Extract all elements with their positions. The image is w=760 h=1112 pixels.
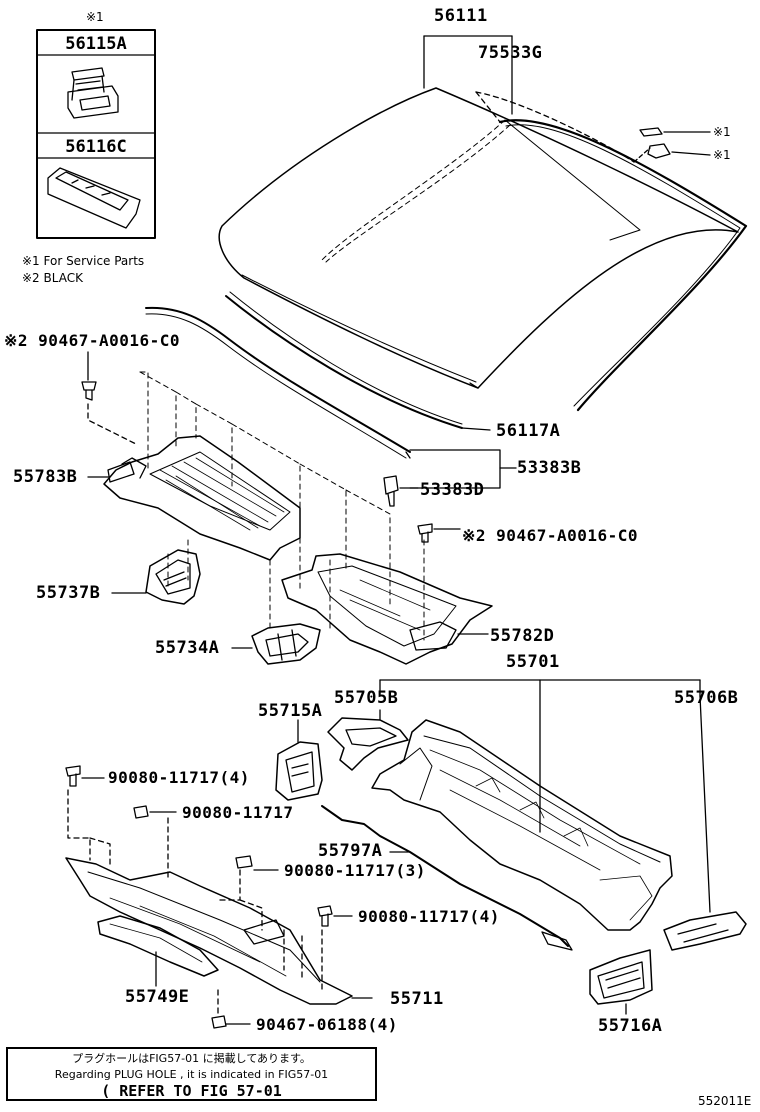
part-90080-11717-4a-label[interactable]: 90080-11717(4) [108, 768, 250, 787]
strip-55749e [97, 915, 219, 987]
screws-lower [65, 765, 353, 1029]
part-90080-11717-4b-label[interactable]: 90080-11717(4) [358, 907, 500, 926]
part-90080-11717-label[interactable]: 90080-11717 [182, 803, 294, 822]
windshield-glass-56111 [218, 87, 739, 389]
lower-cowl-55711 [65, 857, 373, 1005]
part-55782d-label[interactable]: 55782D [490, 626, 555, 646]
clip-53383d-drawing [383, 475, 419, 507]
plug-note-reference-link[interactable]: ( REFER TO FIG 57-01 [101, 1082, 282, 1100]
plate-55715a [275, 719, 323, 801]
note-black: ※2 BLACK [22, 271, 83, 285]
bracket-55737b [111, 549, 201, 605]
clip-56115a-drawing [67, 67, 119, 119]
part-55734a-label[interactable]: 55734A [155, 638, 220, 658]
plug-note-japanese: プラグホールはFIG57-01 に掲載してあります。 [72, 1052, 311, 1065]
note-service-parts: ※1 For Service Parts [22, 254, 145, 268]
cowl-louver-55783b [87, 435, 301, 561]
part-56117a-label[interactable]: 56117A [496, 421, 561, 441]
part-56116c-label[interactable]: 56116C [65, 137, 127, 157]
inset-mark: ※1 [86, 10, 104, 24]
clip-56116c-drawing [47, 167, 141, 229]
part-55706b-label[interactable]: 55706B [674, 688, 739, 708]
mark-1-a: ※1 [713, 125, 731, 139]
part-55749e-label[interactable]: 55749E [125, 987, 190, 1007]
part-55716a-label[interactable]: 55716A [598, 1016, 663, 1036]
part-90080-11717-3-label[interactable]: 90080-11717(3) [284, 861, 426, 880]
part-90467-a0016-c0-mid-label[interactable]: ※2 90467-A0016-C0 [462, 526, 639, 545]
part-56115a-label[interactable]: 56115A [65, 34, 127, 54]
part-55797a-label[interactable]: 55797A [318, 841, 383, 861]
leader-53383b [409, 449, 517, 489]
screw-90467-mid [417, 523, 461, 543]
hose-55797a [321, 805, 573, 951]
part-90467-a0016-c0-top-label[interactable]: ※2 90467-A0016-C0 [4, 331, 181, 350]
part-55783b-label[interactable]: 55783B [13, 467, 78, 487]
leader-55701 [379, 679, 701, 833]
part-56111-label[interactable]: 56111 [434, 6, 488, 26]
bracket-55705b [327, 709, 409, 771]
leader-56111 [423, 35, 513, 115]
mark-1-b: ※1 [713, 148, 731, 162]
part-53383d-label[interactable]: 53383D [420, 480, 485, 500]
guide-lines [139, 371, 425, 641]
part-55711-label[interactable]: 55711 [390, 989, 444, 1009]
plug-hole-note-box: プラグホールはFIG57-01 に掲載してあります。 Regarding PLU… [6, 1047, 377, 1101]
plate-55716a [589, 949, 653, 1015]
part-55737b-label[interactable]: 55737B [36, 583, 101, 603]
part-55705b-label[interactable]: 55705B [334, 688, 399, 708]
screw-90467-top [81, 351, 137, 445]
molding-75533g [475, 91, 748, 412]
bracket-55706b [663, 695, 747, 951]
figure-id: 552011E [698, 1094, 752, 1108]
small-clips [633, 127, 711, 163]
part-55715a-label[interactable]: 55715A [258, 701, 323, 721]
plug-note-english: Regarding PLUG HOLE , it is indicated in… [54, 1068, 329, 1081]
part-90467-06188-label[interactable]: 90467-06188(4) [256, 1015, 398, 1034]
cowl-top-panel-55701 [371, 719, 673, 931]
bracket-55734a [231, 623, 321, 665]
part-55701-label[interactable]: 55701 [506, 652, 560, 672]
inset-box [36, 29, 156, 239]
cowl-panel-55782d [281, 553, 493, 665]
part-53383b-label[interactable]: 53383B [517, 458, 582, 478]
part-75533g-label[interactable]: 75533G [478, 43, 543, 63]
weatherstrip-53383b [145, 306, 411, 459]
dam-56117a [225, 291, 491, 431]
